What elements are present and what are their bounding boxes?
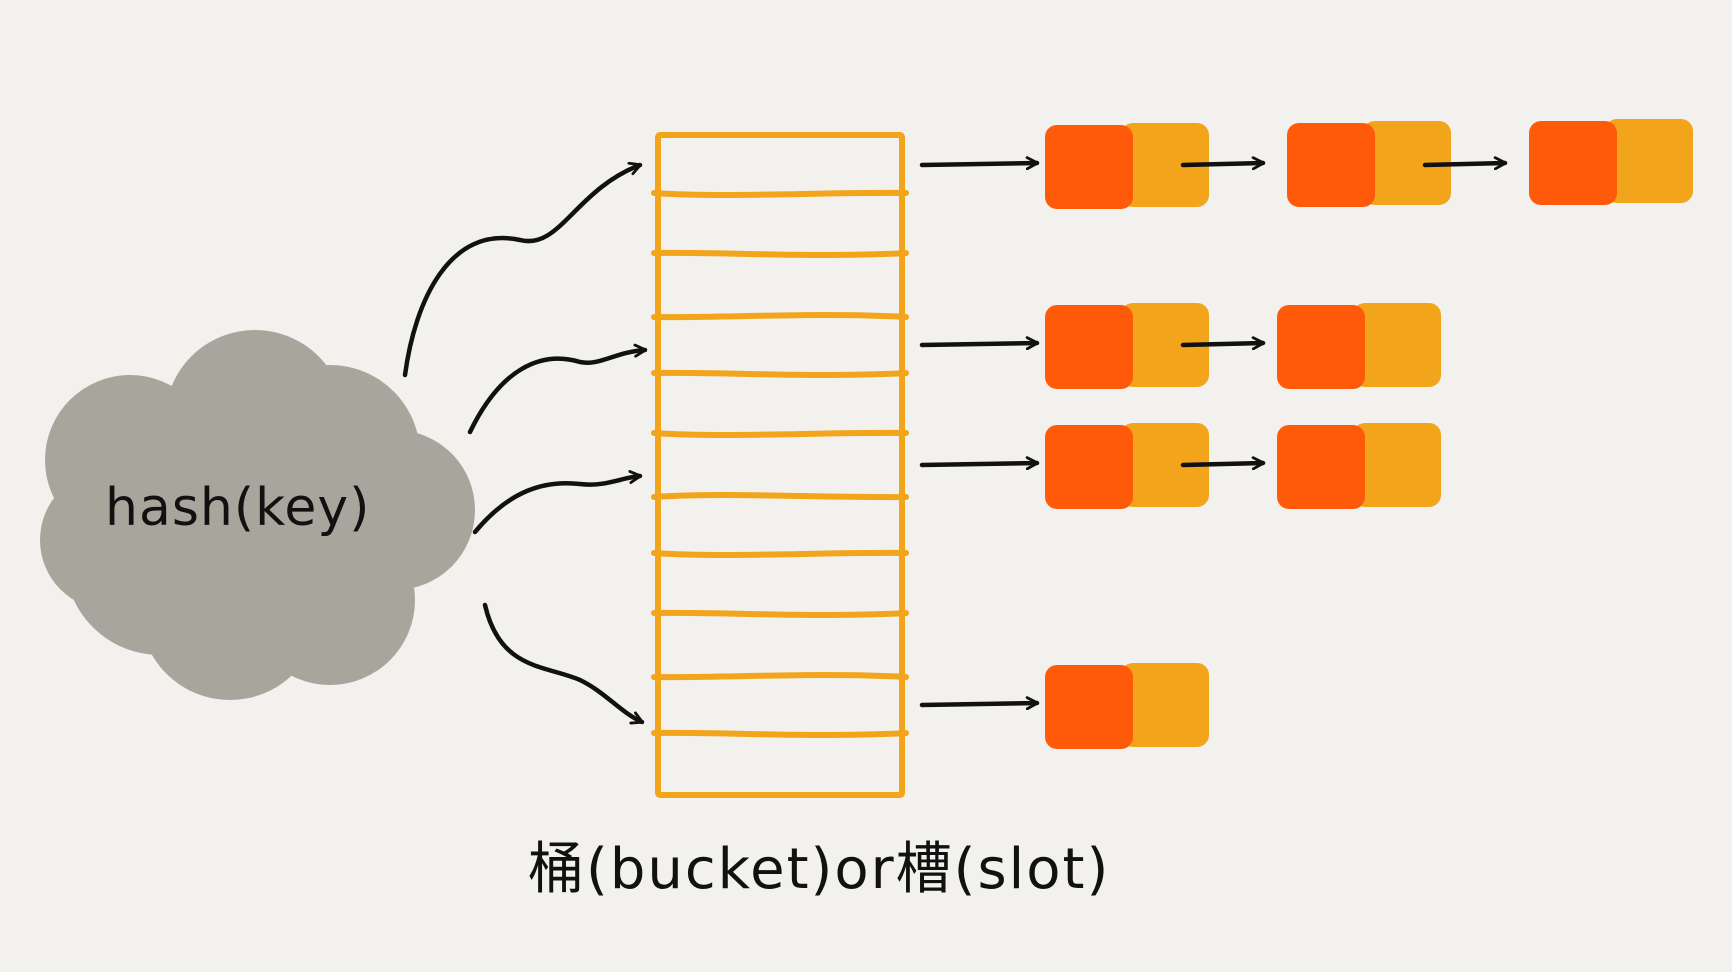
arrow-right-icon (1180, 156, 1266, 171)
hash-function-label: hash(key) (105, 478, 370, 538)
arrow-right-icon (919, 156, 1040, 171)
node-next-pointer (1605, 119, 1693, 203)
list-node (1277, 423, 1441, 509)
list-node (1277, 303, 1441, 389)
chain-slot-9 (919, 663, 1209, 749)
arrow-right-icon (472, 470, 643, 535)
slot-divider (651, 429, 909, 439)
slot-divider (651, 671, 909, 681)
node-key (1045, 665, 1133, 749)
node-key (1045, 305, 1133, 389)
bucket-table (651, 132, 909, 798)
arrow-right-icon (482, 602, 645, 725)
arrow-right-icon (1422, 156, 1508, 171)
chain-slot-0 (919, 119, 1693, 209)
node-next-pointer (1121, 123, 1209, 207)
hash-arrows (402, 161, 648, 725)
slot-divider (651, 311, 909, 321)
node-next-pointer (1353, 423, 1441, 507)
arrow-right-icon (919, 456, 1040, 471)
node-next-pointer (1121, 303, 1209, 387)
node-next-pointer (1363, 121, 1451, 205)
slot-divider (651, 729, 909, 739)
list-node (1045, 663, 1209, 749)
list-node (1287, 121, 1451, 207)
node-next-pointer (1121, 663, 1209, 747)
slot-divider (651, 189, 909, 199)
list-node (1045, 423, 1209, 509)
arrow-right-icon (402, 161, 643, 378)
slot-divider (651, 369, 909, 379)
list-node (1529, 119, 1693, 205)
node-key (1529, 121, 1617, 205)
node-key (1287, 123, 1375, 207)
node-key (1045, 125, 1133, 209)
node-next-pointer (1121, 423, 1209, 507)
chain-slot-5 (919, 423, 1441, 509)
bucket-table-outline (655, 132, 905, 798)
node-key (1277, 425, 1365, 509)
arrow-right-icon (1180, 336, 1266, 351)
slot-divider (651, 491, 909, 501)
cloud-icon (40, 330, 475, 700)
slot-divider (651, 249, 909, 259)
slot-divider (651, 549, 909, 559)
node-key (1045, 425, 1133, 509)
hash-cloud: hash(key) (40, 330, 475, 700)
arrow-right-icon (919, 696, 1040, 711)
slot-divider (651, 609, 909, 619)
node-next-pointer (1353, 303, 1441, 387)
node-key (1277, 305, 1365, 389)
arrow-right-icon (1180, 456, 1266, 471)
slot-dividers (651, 189, 909, 739)
arrow-right-icon (467, 343, 648, 435)
list-node (1045, 303, 1209, 389)
chain-slot-3 (919, 303, 1441, 389)
table-caption: 桶(bucket)or槽(slot) (528, 837, 1110, 902)
arrow-right-icon (919, 336, 1040, 351)
list-node (1045, 123, 1209, 209)
linked-list-chains (919, 119, 1693, 749)
